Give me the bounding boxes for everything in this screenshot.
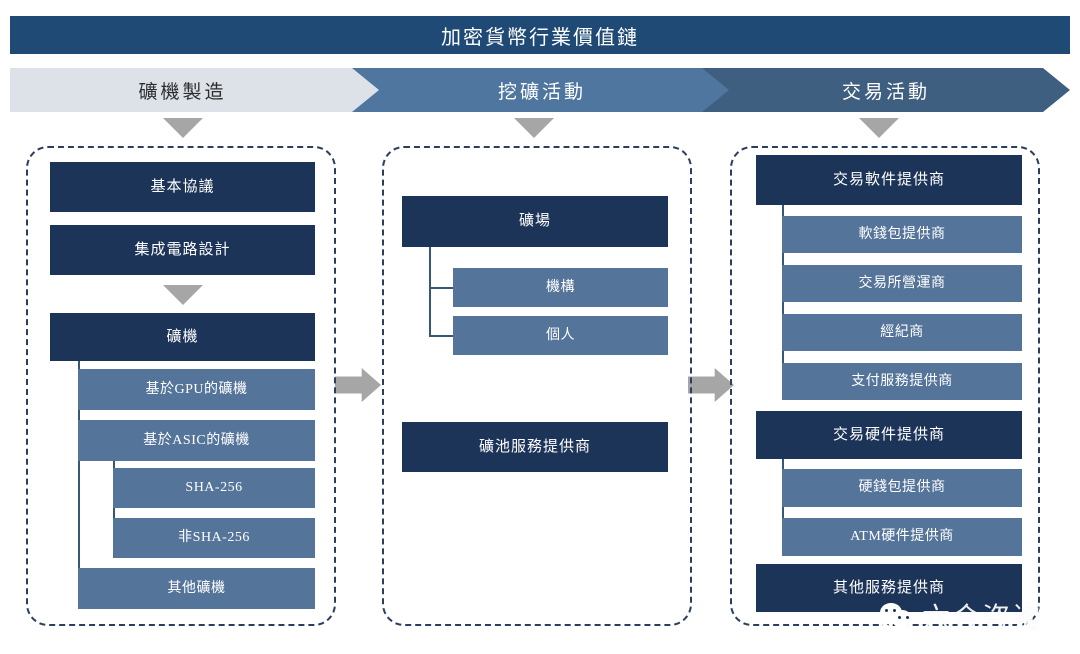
panel-mining-activity [382, 146, 692, 626]
node-individual[interactable]: 個人 [453, 316, 668, 355]
node-sha-256[interactable]: SHA-256 [113, 468, 315, 508]
right-arrow-icon-2 [688, 368, 734, 402]
tree-line-vertical-mine-farm [429, 247, 431, 336]
tree-line-h-individual [429, 335, 453, 337]
node-payment-service[interactable]: 支付服務提供商 [782, 363, 1022, 400]
stage-chevron-mining-hardware: 礦機製造 [10, 68, 382, 112]
node-other-services[interactable]: 其他服務提供商 [756, 564, 1022, 612]
node-hard-wallet[interactable]: 硬錢包提供商 [782, 469, 1022, 507]
stage-chevron-trading-activity: 交易活動 [702, 68, 1070, 112]
down-arrow-icon-middle [514, 118, 554, 138]
node-mining-machine[interactable]: 礦機 [50, 313, 315, 361]
down-arrow-icon-left [163, 118, 203, 138]
node-soft-wallet[interactable]: 軟錢包提供商 [782, 216, 1022, 253]
node-mining-pool-service[interactable]: 礦池服務提供商 [402, 422, 668, 472]
node-atm-hardware[interactable]: ATM硬件提供商 [782, 518, 1022, 556]
node-trade-software[interactable]: 交易軟件提供商 [756, 155, 1022, 205]
node-broker[interactable]: 經紀商 [782, 314, 1022, 351]
stage-chevron-mining-activity: 挖礦活動 [352, 68, 732, 112]
down-arrow-icon-right [859, 118, 899, 138]
page-title: 加密貨幣行業價值鏈 [10, 16, 1070, 54]
panel-mining-hardware [26, 146, 336, 626]
node-asic-miner[interactable]: 基於ASIC的礦機 [78, 420, 315, 461]
node-trade-hardware[interactable]: 交易硬件提供商 [756, 411, 1022, 459]
tree-line-h-institution [429, 287, 453, 289]
node-other-miners[interactable]: 其他礦機 [78, 568, 315, 609]
node-gpu-miner[interactable]: 基於GPU的礦機 [78, 369, 315, 410]
node-ic-design[interactable]: 集成電路設計 [50, 225, 315, 275]
node-mine-farm[interactable]: 礦場 [402, 196, 668, 247]
node-non-sha-256[interactable]: 非SHA-256 [113, 518, 315, 558]
node-exchange-operator[interactable]: 交易所營運商 [782, 265, 1022, 302]
right-arrow-icon-1 [335, 368, 381, 402]
node-institution[interactable]: 機構 [453, 268, 668, 307]
tree-line-vertical-mining-machine [78, 361, 80, 590]
node-basic-protocol[interactable]: 基本協議 [50, 162, 315, 212]
